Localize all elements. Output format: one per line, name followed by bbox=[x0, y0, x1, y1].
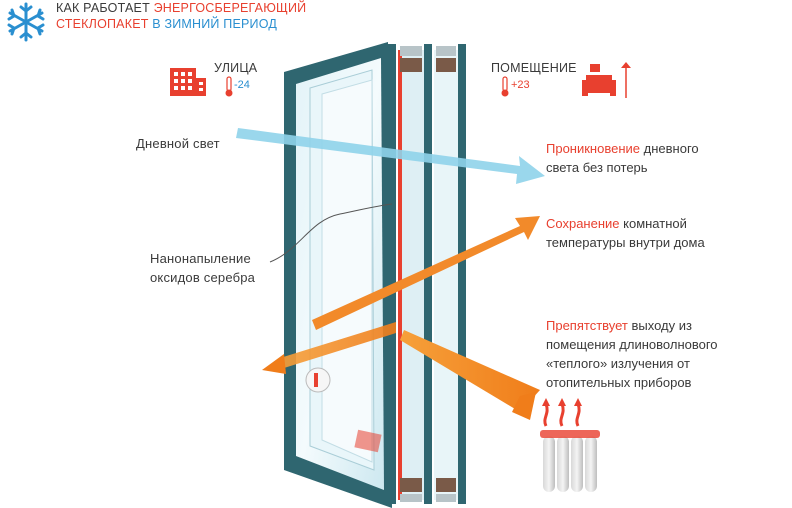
coating-label-line1: Нанонапыление bbox=[150, 251, 251, 266]
radiation-desc-line3: «теплого» излучения от bbox=[546, 356, 690, 371]
inside-temperature: +23 bbox=[511, 79, 530, 91]
title-text-4: В ЗИМНИЙ ПЕРИОД bbox=[152, 17, 278, 31]
title-text-2: ЭНЕРГОСБЕРЕГАЮЩИЙ bbox=[153, 1, 307, 15]
radiation-description: Препятствует выходу из помещения длиново… bbox=[546, 316, 718, 392]
outside-label: УЛИЦА bbox=[214, 61, 258, 75]
radiator-icon bbox=[540, 430, 600, 492]
temperature-arrow bbox=[312, 216, 540, 330]
radiation-desc-rest: выходу из bbox=[627, 318, 692, 333]
coating-pointer-line bbox=[269, 203, 393, 263]
room-icon bbox=[582, 62, 631, 98]
heat-radiation-arrow bbox=[262, 322, 540, 420]
inner-glass-layers bbox=[309, 69, 375, 471]
temperature-description: Сохранение комнатной температуры внутри … bbox=[546, 214, 705, 252]
temperature-desc-line2: температуры внутри дома bbox=[546, 235, 705, 250]
building-icon bbox=[170, 68, 206, 96]
daylight-label: Дневной свет bbox=[136, 136, 220, 151]
daylight-description: Проникновение дневного света без потерь bbox=[546, 139, 699, 177]
page-title: КАК РАБОТАЕТ ЭНЕРГОСБЕРЕГАЮЩИЙ СТЕКЛОПАК… bbox=[56, 0, 306, 32]
daylight-desc-rest: дневного bbox=[640, 141, 699, 156]
daylight-arrow bbox=[236, 128, 545, 184]
coating-label: Нанонапыление оксидов серебра bbox=[150, 249, 255, 287]
coating-label-line2: оксидов серебра bbox=[150, 270, 256, 285]
inside-label: ПОМЕЩЕНИЕ bbox=[491, 61, 577, 75]
temperature-desc-rest: комнатной bbox=[619, 216, 687, 231]
radiation-desc-line4: отопительных приборов bbox=[546, 375, 692, 390]
title-text-3: СТЕКЛОПАКЕТ bbox=[56, 17, 153, 31]
glass-marking bbox=[305, 367, 382, 453]
outside-temperature: -24 bbox=[234, 79, 250, 91]
radiation-highlight: Препятствует bbox=[546, 318, 628, 333]
snowflake-icon bbox=[4, 2, 48, 42]
daylight-desc-line2: света без потерь bbox=[546, 160, 648, 175]
temperature-highlight: Сохранение bbox=[546, 216, 620, 231]
title-text-1: КАК РАБОТАЕТ bbox=[56, 1, 154, 15]
thermometer-cold-icon bbox=[225, 76, 233, 97]
radiation-desc-line2: помещения длиноволнового bbox=[546, 337, 718, 352]
thermometer-warm-icon bbox=[501, 76, 509, 97]
daylight-highlight: Проникновение bbox=[546, 141, 641, 156]
heat-waves-icon bbox=[542, 398, 582, 427]
